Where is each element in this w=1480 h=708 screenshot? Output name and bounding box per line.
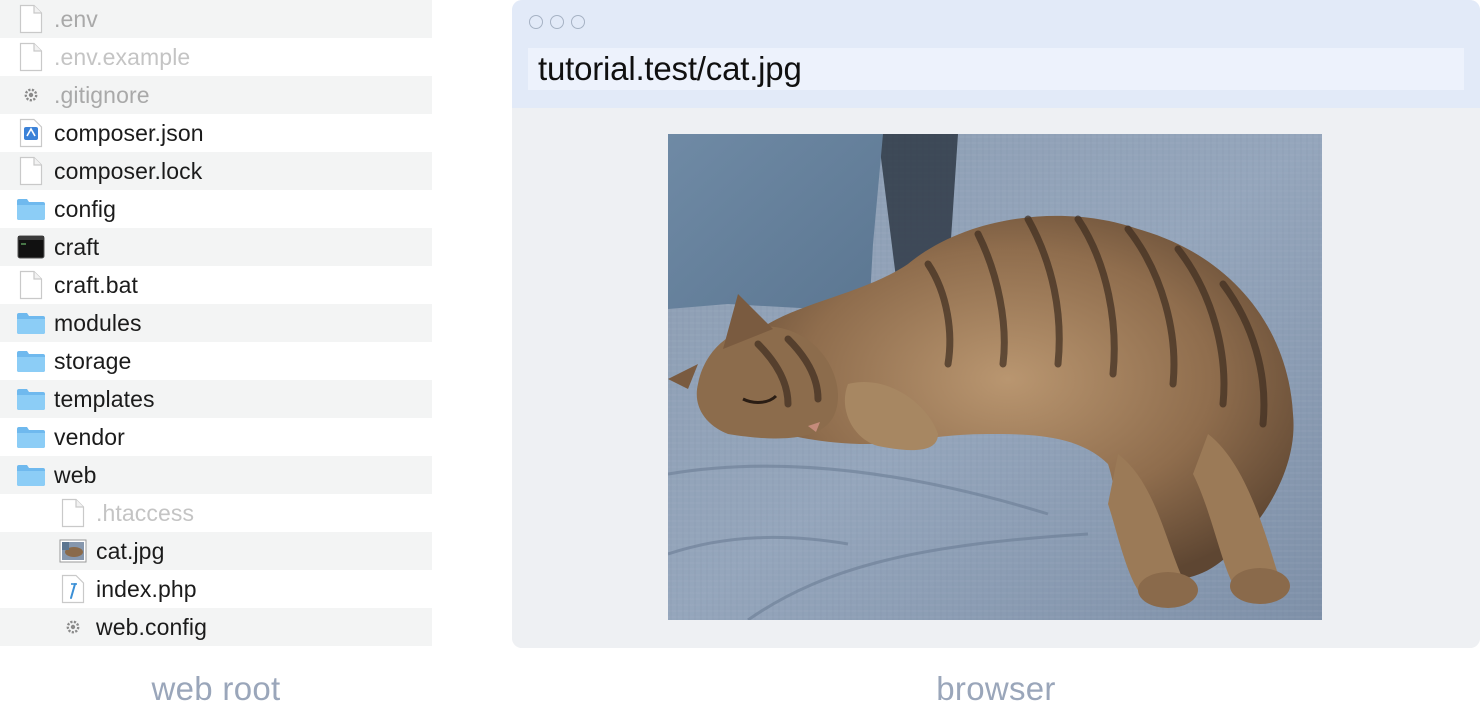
close-window-icon[interactable] xyxy=(529,15,543,29)
file-row[interactable]: index.php xyxy=(0,570,432,608)
folder-row[interactable]: web xyxy=(0,456,432,494)
file-row[interactable]: .htaccess xyxy=(0,494,432,532)
folder-icon xyxy=(16,422,46,452)
file-row[interactable]: cat.jpg xyxy=(0,532,432,570)
folder-row[interactable]: modules xyxy=(0,304,432,342)
file-row[interactable]: composer.json xyxy=(0,114,432,152)
image-thumbnail-icon xyxy=(58,536,88,566)
folder-row[interactable]: vendor xyxy=(0,418,432,456)
folder-icon xyxy=(16,194,46,224)
file-name: .env xyxy=(54,5,98,32)
file-name: craft xyxy=(54,233,100,260)
file-row[interactable]: .env.example xyxy=(0,38,432,76)
folder-row[interactable]: storage xyxy=(0,342,432,380)
file-name: storage xyxy=(54,347,132,374)
file-name: craft.bat xyxy=(54,271,138,298)
browser-toolbar: tutorial.test/cat.jpg xyxy=(512,0,1480,108)
window-controls xyxy=(529,15,585,29)
folder-icon xyxy=(16,460,46,490)
file-name: .gitignore xyxy=(54,81,150,108)
file-row[interactable]: composer.lock xyxy=(0,152,432,190)
php-file-icon xyxy=(58,574,88,604)
file-name: composer.lock xyxy=(54,157,203,184)
file-list: .env .env.example .gitignore composer.json c… xyxy=(0,0,432,646)
document-icon xyxy=(58,498,88,528)
file-name: web.config xyxy=(96,613,207,640)
file-name: .env.example xyxy=(54,43,191,70)
file-name: vendor xyxy=(54,423,125,450)
address-bar[interactable]: tutorial.test/cat.jpg xyxy=(528,48,1464,90)
minimize-window-icon[interactable] xyxy=(550,15,564,29)
file-row[interactable]: web.config xyxy=(0,608,432,646)
file-name: web xyxy=(54,461,97,488)
document-icon xyxy=(16,156,46,186)
web-root-caption: web root xyxy=(151,670,281,707)
browser-caption: browser xyxy=(936,670,1056,707)
zoom-window-icon[interactable] xyxy=(571,15,585,29)
document-icon xyxy=(16,270,46,300)
file-row[interactable]: craft xyxy=(0,228,432,266)
file-name: index.php xyxy=(96,575,197,602)
file-name: .htaccess xyxy=(96,499,195,526)
file-name: templates xyxy=(54,385,155,412)
gear-file-icon xyxy=(16,80,46,110)
browser-window: tutorial.test/cat.jpg xyxy=(512,0,1480,648)
file-row[interactable]: .gitignore xyxy=(0,76,432,114)
browser-viewport xyxy=(512,108,1480,648)
cat-photo xyxy=(668,134,1322,620)
folder-row[interactable]: config xyxy=(0,190,432,228)
file-name: config xyxy=(54,195,116,222)
folder-icon xyxy=(16,308,46,338)
document-icon xyxy=(16,4,46,34)
file-row[interactable]: .env xyxy=(0,0,432,38)
file-name: modules xyxy=(54,309,142,336)
document-icon xyxy=(16,42,46,72)
folder-icon xyxy=(16,346,46,376)
gear-file-icon xyxy=(58,612,88,642)
file-name: cat.jpg xyxy=(96,537,165,564)
file-row[interactable]: craft.bat xyxy=(0,266,432,304)
json-file-icon xyxy=(16,118,46,148)
terminal-icon xyxy=(16,232,46,262)
folder-icon xyxy=(16,384,46,414)
file-name: composer.json xyxy=(54,119,204,146)
folder-row[interactable]: templates xyxy=(0,380,432,418)
